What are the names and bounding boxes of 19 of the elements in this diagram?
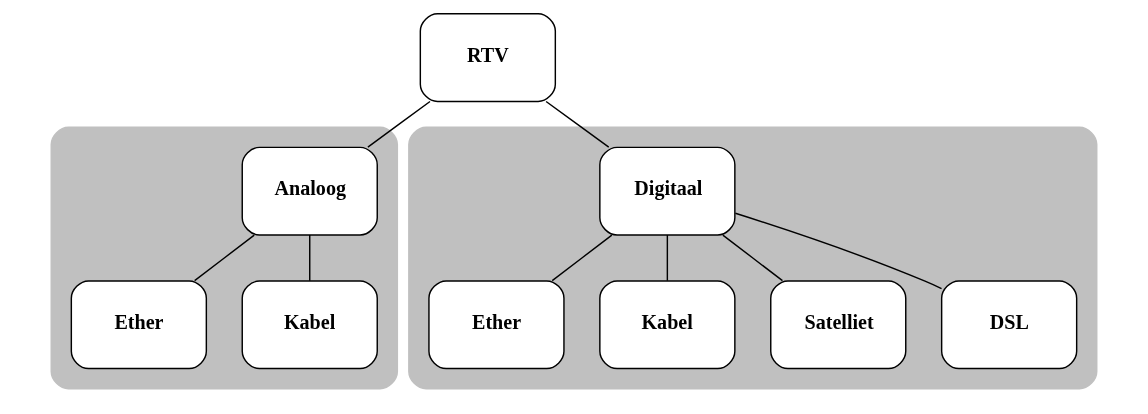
node-box: Satelliet — [770, 280, 907, 370]
cluster — [50, 126, 399, 390]
node-box: DSL — [940, 280, 1078, 370]
connector — [545, 100, 610, 148]
node-box: Digitaal — [599, 146, 736, 236]
connector — [367, 100, 431, 148]
connector — [666, 234, 669, 282]
node-box: Ether — [428, 280, 565, 370]
connector — [722, 234, 784, 282]
node-box: RTV — [419, 13, 557, 103]
node-box: Analoog — [241, 146, 378, 236]
connector — [309, 234, 311, 282]
node-box: Kabel — [599, 280, 736, 370]
cluster — [408, 126, 1098, 390]
connector — [734, 212, 943, 290]
connector — [193, 234, 255, 282]
node-box: Ether — [70, 280, 208, 370]
node-box: Kabel — [241, 280, 378, 370]
connector — [551, 234, 613, 282]
